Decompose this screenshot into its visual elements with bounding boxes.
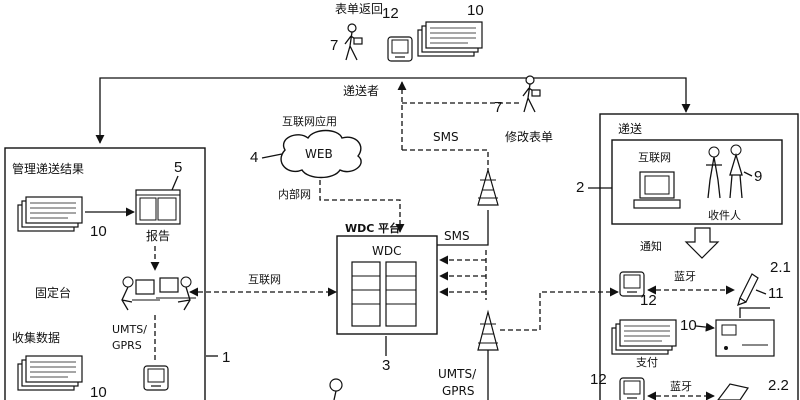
forms-left-bottom-icon (17, 355, 83, 391)
umts-gprs-bottom-line2: GPRS (442, 384, 475, 398)
notify-label: 通知 (640, 239, 662, 253)
ref-2-1: 2.1 (770, 259, 791, 276)
manage-results-title: 管理递送结果 (12, 161, 84, 176)
internet-recipient-box (611, 139, 783, 225)
notify-arrow (684, 227, 720, 259)
ref-7-top: 7 (330, 37, 338, 54)
intranet-link (319, 180, 405, 233)
right-delivery-box (599, 113, 799, 400)
fixed-station-label: 固定台 (35, 285, 71, 300)
ref-12-bottom: 12 (590, 371, 607, 388)
courier-bottom-icon (329, 378, 343, 400)
ref-2-2: 2.2 (768, 377, 789, 394)
ref-12-top: 12 (382, 5, 399, 22)
delivery-title: 递送 (618, 121, 642, 136)
umts-right-link (500, 287, 619, 331)
bluetooth-2-label: 蓝牙 (670, 380, 692, 393)
internet-right-label: 互联网 (638, 151, 671, 164)
ref-5-leader (171, 175, 179, 191)
ref-10-left-top: 10 (90, 223, 107, 240)
forms-left-top-icon (17, 196, 83, 232)
ref-12-right: 12 (640, 292, 657, 309)
ref-2: 2 (576, 179, 584, 196)
pda-bottom-icon (619, 377, 645, 400)
left-management-box (4, 147, 206, 400)
payment-label: 支付 (636, 356, 658, 369)
web-label: WEB (305, 147, 333, 161)
collect-data-label: 收集数据 (12, 330, 60, 345)
pda-top-icon (387, 36, 413, 62)
courier-label: 递送者 (343, 83, 379, 98)
pen-to-device-line (739, 307, 770, 318)
modify-form-label: 修改表单 (505, 129, 553, 144)
recipient-label: 收件人 (708, 208, 741, 222)
wdc-servers-icon (351, 261, 417, 327)
umts-gprs-bottom-line1: UMTS/ (438, 367, 477, 381)
forms-right-arrow (695, 322, 715, 332)
ref-11: 11 (768, 285, 784, 302)
antenna-top-icon (477, 167, 499, 206)
umts-gprs-left-line1: UMTS/ (112, 323, 147, 336)
ref-11-leader (755, 289, 767, 295)
bluetooth-1-label: 蓝牙 (674, 270, 696, 283)
pda-left-icon (143, 365, 169, 391)
top-connector-line (95, 77, 691, 144)
ref-4: 4 (250, 149, 258, 166)
form-return-label: 表单返回 (335, 2, 383, 16)
wdc-platform-label: WDC 平台 (345, 221, 400, 235)
sms-mid-line (437, 210, 489, 246)
forms-top-icon (417, 21, 483, 57)
ref-10-left-bottom: 10 (90, 384, 107, 400)
report-icon (135, 189, 181, 225)
wdc-label: WDC (372, 244, 401, 258)
report-label: 报告 (146, 228, 170, 243)
internet-app-label: 互联网应用 (282, 114, 337, 128)
ref-9-leader (743, 171, 753, 177)
ref-10-top: 10 (467, 2, 484, 19)
ref-7-mid: 7 (494, 99, 502, 116)
forms-right-icon (611, 319, 677, 355)
ref-5: 5 (174, 159, 182, 176)
ref-9: 9 (754, 168, 762, 185)
ref-3: 3 (382, 357, 390, 374)
courier-mid-icon (522, 75, 541, 113)
recipient-computer-icon (633, 171, 681, 209)
pen-icon (737, 273, 759, 307)
sms-mid-label: SMS (444, 229, 470, 243)
sms-top-label: SMS (433, 130, 459, 144)
umts-gprs-left-line2: GPRS (112, 339, 142, 352)
card-reader-icon (717, 383, 749, 400)
payment-terminal-icon (715, 319, 775, 357)
ref-10-right: 10 (680, 317, 697, 334)
sms-dashed-path (402, 149, 489, 170)
wdc-box (336, 235, 438, 335)
ref-4-leader (261, 153, 283, 159)
recipients-icon (706, 144, 743, 199)
fixed-station-workers-icon (121, 276, 196, 311)
antenna-bottom-icon (477, 309, 499, 351)
web-cloud (280, 129, 362, 179)
intranet-label: 内部网 (278, 187, 311, 201)
courier-top-icon (344, 23, 363, 61)
ref-1: 1 (222, 349, 230, 366)
internet-link-label: 互联网 (248, 273, 281, 286)
